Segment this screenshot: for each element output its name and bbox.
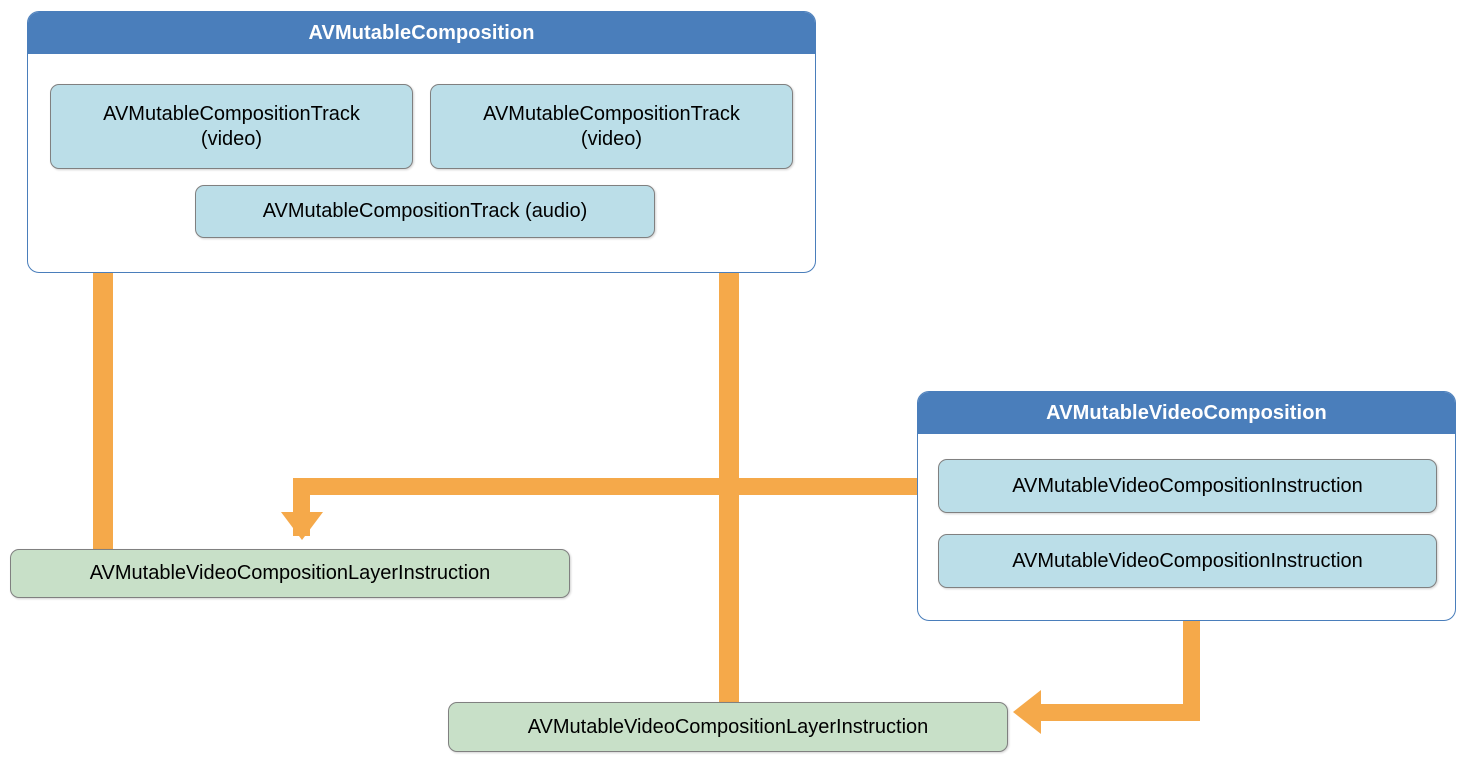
connector-instruction2-horizontal (1041, 704, 1200, 721)
connector-instruction1-horizontal (293, 478, 945, 495)
node-video-composition-instruction-1-label: AVMutableVideoCompositionInstruction (1012, 474, 1363, 497)
node-composition-track-audio[interactable]: AVMutableCompositionTrack (audio) (195, 185, 655, 238)
node-track1-kind: (video) (200, 127, 263, 150)
connector-instruction1-arrowhead-down (281, 512, 323, 540)
node-video-composition-layer-instruction-2[interactable]: AVMutableVideoCompositionLayerInstructio… (448, 702, 1008, 752)
node-track2-name: AVMutableCompositionTrack (483, 103, 740, 126)
group-avmutablevideocomposition-title: AVMutableVideoComposition (918, 392, 1455, 434)
connector-layerinstruction2-shaft (719, 200, 739, 710)
node-composition-track-video-2-label: AVMutableCompositionTrack (video) (483, 102, 740, 151)
node-video-composition-instruction-1[interactable]: AVMutableVideoCompositionInstruction (938, 459, 1437, 513)
connector-instruction2-arrowhead-left (1013, 690, 1041, 734)
node-composition-track-audio-label: AVMutableCompositionTrack (audio) (262, 200, 588, 223)
node-video-composition-instruction-2[interactable]: AVMutableVideoCompositionInstruction (938, 534, 1437, 588)
group-avmutablecomposition-title: AVMutableComposition (28, 12, 815, 54)
node-composition-track-video-1[interactable]: AVMutableCompositionTrack (video) (50, 84, 413, 169)
node-video-composition-layer-instruction-1-label: AVMutableVideoCompositionLayerInstructio… (89, 562, 491, 585)
node-video-composition-layer-instruction-1[interactable]: AVMutableVideoCompositionLayerInstructio… (10, 549, 570, 598)
node-track2-kind: (video) (580, 127, 643, 150)
node-video-composition-instruction-2-label: AVMutableVideoCompositionInstruction (1012, 549, 1363, 572)
node-video-composition-layer-instruction-2-label: AVMutableVideoCompositionLayerInstructio… (527, 715, 929, 738)
connector-layerinstruction1-shaft (93, 200, 113, 552)
node-composition-track-video-2[interactable]: AVMutableCompositionTrack (video) (430, 84, 793, 169)
node-composition-track-video-1-label: AVMutableCompositionTrack (video) (103, 102, 360, 151)
node-track1-name: AVMutableCompositionTrack (103, 103, 360, 126)
